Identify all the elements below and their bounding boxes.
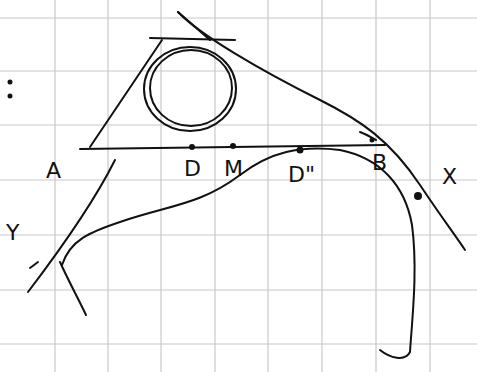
point-label: Y (6, 222, 19, 244)
point-label: X (442, 166, 457, 188)
point-label: D" (288, 164, 315, 186)
point-label: M (224, 158, 243, 180)
point-label: B (372, 152, 387, 174)
point-label: D (184, 158, 201, 180)
point-label: A (46, 160, 61, 182)
